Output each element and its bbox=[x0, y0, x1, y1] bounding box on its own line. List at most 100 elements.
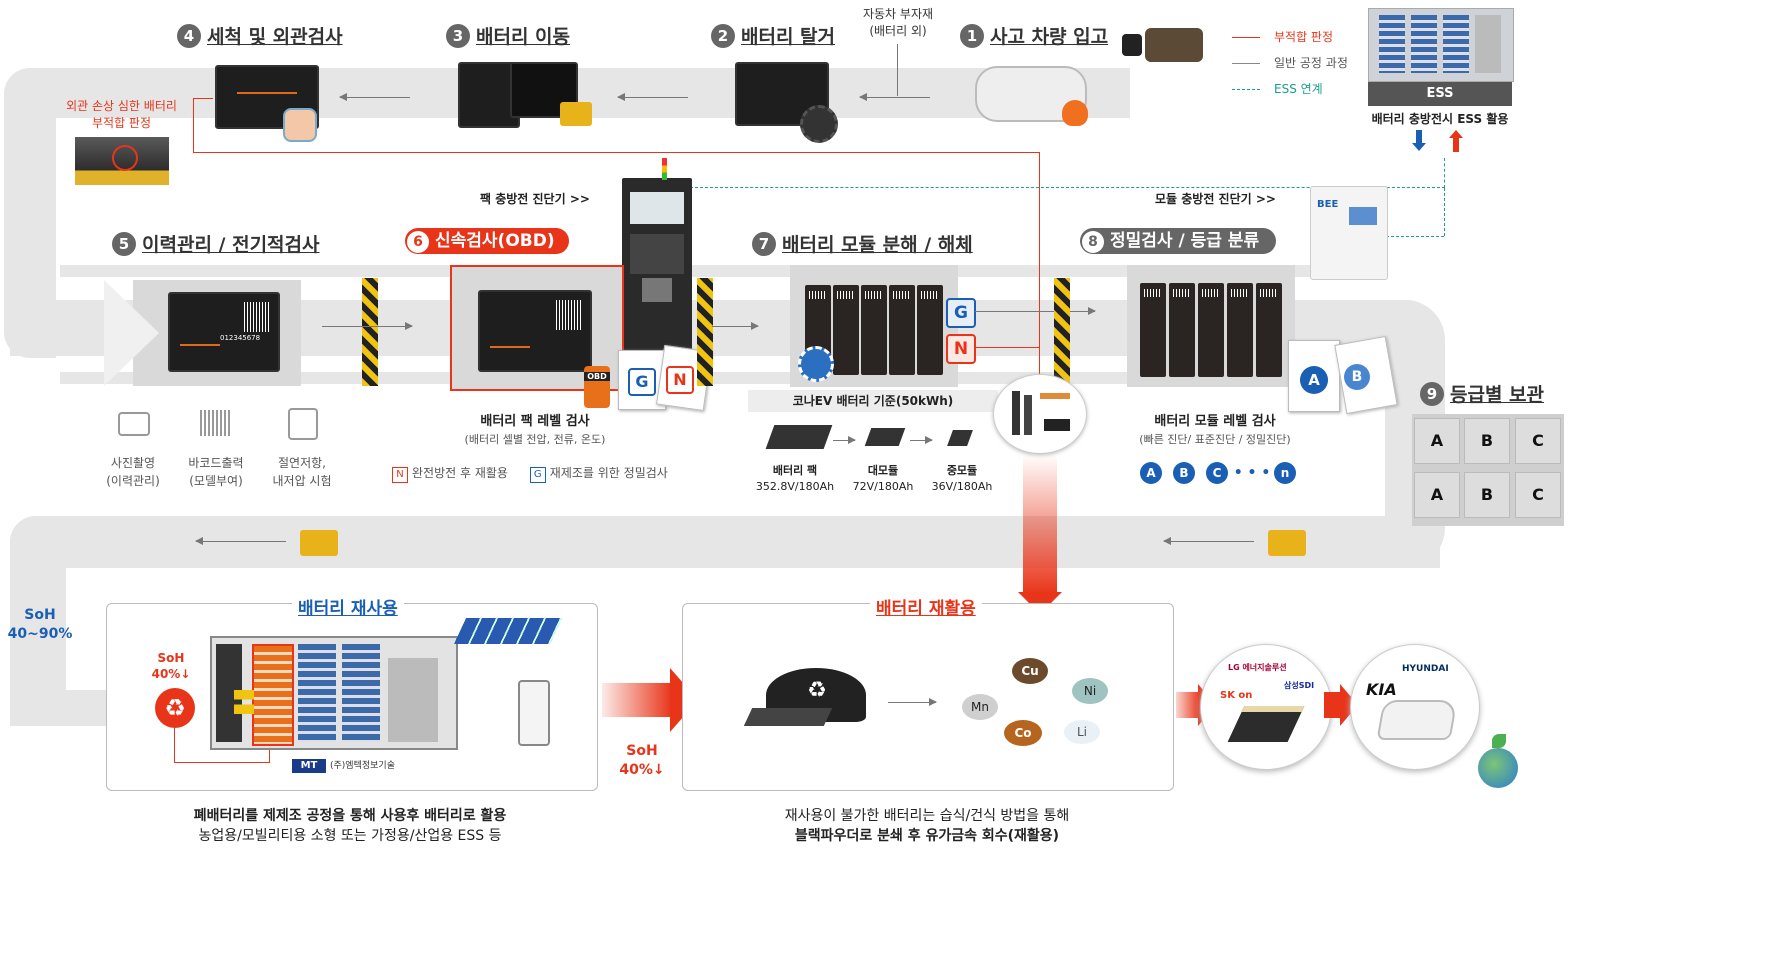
module-8-2 bbox=[1169, 283, 1195, 377]
module-8-5 bbox=[1256, 283, 1282, 377]
legend-red: 부적합 판정 bbox=[1232, 24, 1362, 50]
recycle-white-icon: ♻ bbox=[807, 678, 827, 703]
grade-chip-b: B bbox=[1173, 462, 1195, 484]
ess-link-v1 bbox=[1444, 158, 1445, 188]
tow-truck-icon bbox=[1145, 28, 1203, 62]
ess-label: ESS bbox=[1368, 82, 1512, 106]
recycle-flow-arrow bbox=[1023, 454, 1057, 594]
swap-arrows-icon bbox=[234, 690, 254, 714]
step-6-caption: 배터리 팩 레벨 검사 (배터리 셀별 전압, 전류, 온도) bbox=[464, 414, 606, 446]
arrow-6-to-7 bbox=[712, 322, 759, 330]
arrow-pack-to-big bbox=[833, 436, 856, 444]
arrow-g-to-8 bbox=[975, 307, 1096, 315]
crushed-module bbox=[743, 708, 833, 726]
badge-n-doc: N bbox=[666, 366, 694, 394]
rack-2-c: C bbox=[1515, 472, 1561, 518]
step-6-battery-pack bbox=[478, 290, 592, 372]
reject-line-h0 bbox=[193, 98, 213, 99]
arrow-1-to-2 bbox=[859, 93, 930, 101]
photo-item: 사진촬영(이력관리) bbox=[98, 408, 168, 490]
wrench-gear-icon bbox=[798, 346, 834, 382]
hazard-stripe-1 bbox=[362, 278, 378, 386]
reject-line-v1 bbox=[193, 98, 194, 153]
metal-li: Li bbox=[1064, 720, 1100, 744]
ess-caption: 배터리 충방전시 ESS 활용 bbox=[1371, 112, 1509, 126]
module-charger-device: BEE bbox=[1310, 186, 1388, 280]
metal-ni: Ni bbox=[1072, 678, 1108, 704]
disassembly-parts-bubble bbox=[993, 374, 1087, 454]
pack-part-img bbox=[765, 425, 833, 449]
ess-link-h2 bbox=[1386, 236, 1444, 237]
up-arrow-icon bbox=[1453, 138, 1459, 152]
grade-chip-n: n bbox=[1274, 462, 1296, 484]
forklift-icon-left bbox=[300, 530, 338, 556]
car-parts-branch bbox=[897, 44, 898, 96]
arrow-powder-to-metals bbox=[888, 698, 937, 706]
ess-link-v2 bbox=[1444, 188, 1445, 236]
hazard-stripe-3 bbox=[1054, 278, 1070, 386]
hazard-stripe-2 bbox=[697, 278, 713, 386]
module-8-3 bbox=[1198, 283, 1224, 377]
reject-line-h1 bbox=[193, 152, 1040, 153]
legend-gray: 일반 공정 과정 bbox=[1232, 50, 1362, 76]
legend-teal: ESS 연계 bbox=[1232, 76, 1362, 102]
step-5-battery-pack: 012345678 bbox=[168, 292, 280, 372]
ev-charger-icon bbox=[518, 680, 550, 746]
badge-g: G bbox=[946, 298, 976, 328]
low-track bbox=[10, 516, 1440, 568]
barcode-item: 바코드출력(모델부여) bbox=[180, 408, 252, 490]
recycle-title: 배터리 재활용 bbox=[870, 594, 982, 619]
module-7-5 bbox=[917, 285, 943, 375]
reject-line-v2 bbox=[1039, 152, 1040, 374]
white-ev-car bbox=[1376, 700, 1458, 740]
module-7-2 bbox=[833, 285, 859, 375]
hyundai-logo: HYUNDAI bbox=[1402, 664, 1449, 674]
recycle-desc: 재사용이 불가한 배터리는 습식/건식 방법을 통해 블랙파우더로 분쇄 후 유… bbox=[784, 808, 1070, 844]
recycle-to-makers-arrow bbox=[1176, 692, 1200, 718]
arrow-low-left bbox=[195, 537, 286, 545]
car-parts-note: 자동차 부자재 (배터리 외) bbox=[862, 7, 934, 38]
legend: 부적합 판정 일반 공정 과정 ESS 연계 bbox=[1232, 24, 1362, 102]
arrow-5-to-6 bbox=[322, 322, 413, 330]
pack-charger-tower bbox=[622, 178, 692, 368]
rack-2-a: A bbox=[1414, 472, 1460, 518]
grade-chip-a: A bbox=[1140, 462, 1162, 484]
arrow-3-to-4 bbox=[339, 93, 410, 101]
down-arrow-head bbox=[1412, 143, 1426, 151]
step-8-caption: 배터리 모듈 레벨 검사 (빠른 진단/ 표준진단 / 정밀진단) bbox=[1139, 414, 1291, 446]
reuse-desc: 폐배터리를 제제조 공정을 통해 사용후 배터리로 활용 농업용/모빌리티용 소… bbox=[193, 808, 507, 844]
lg-logo: LG 에너지솔루션 bbox=[1228, 663, 1287, 672]
solar-panel-icon bbox=[453, 618, 563, 644]
grade-dots: • • • bbox=[1233, 465, 1271, 481]
rack-1-c: C bbox=[1515, 418, 1561, 464]
rack-2-b: B bbox=[1464, 472, 1510, 518]
kia-logo: KIA bbox=[1366, 680, 1397, 699]
ess-cabinet-render bbox=[210, 636, 458, 750]
ess-link-h1 bbox=[690, 187, 1445, 188]
cleaning-hand-icon bbox=[283, 108, 317, 142]
arrow-low-right bbox=[1163, 537, 1254, 545]
kona-basis: 코나EV 배터리 기준(50kWh) bbox=[748, 390, 998, 412]
gear-icon bbox=[800, 105, 838, 143]
metal-co: Co bbox=[1004, 720, 1042, 746]
camera-icon bbox=[118, 412, 150, 436]
grade-a-badge: A bbox=[1300, 366, 1328, 394]
module-7-3 bbox=[861, 285, 887, 375]
grade-chip-c: C bbox=[1206, 462, 1228, 484]
pack-diag-label: 팩 충방전 진단기 >> bbox=[480, 192, 590, 206]
forklift-icon bbox=[560, 102, 592, 126]
samsung-logo: 삼성SDI bbox=[1284, 681, 1315, 690]
module-7-4 bbox=[889, 285, 915, 375]
